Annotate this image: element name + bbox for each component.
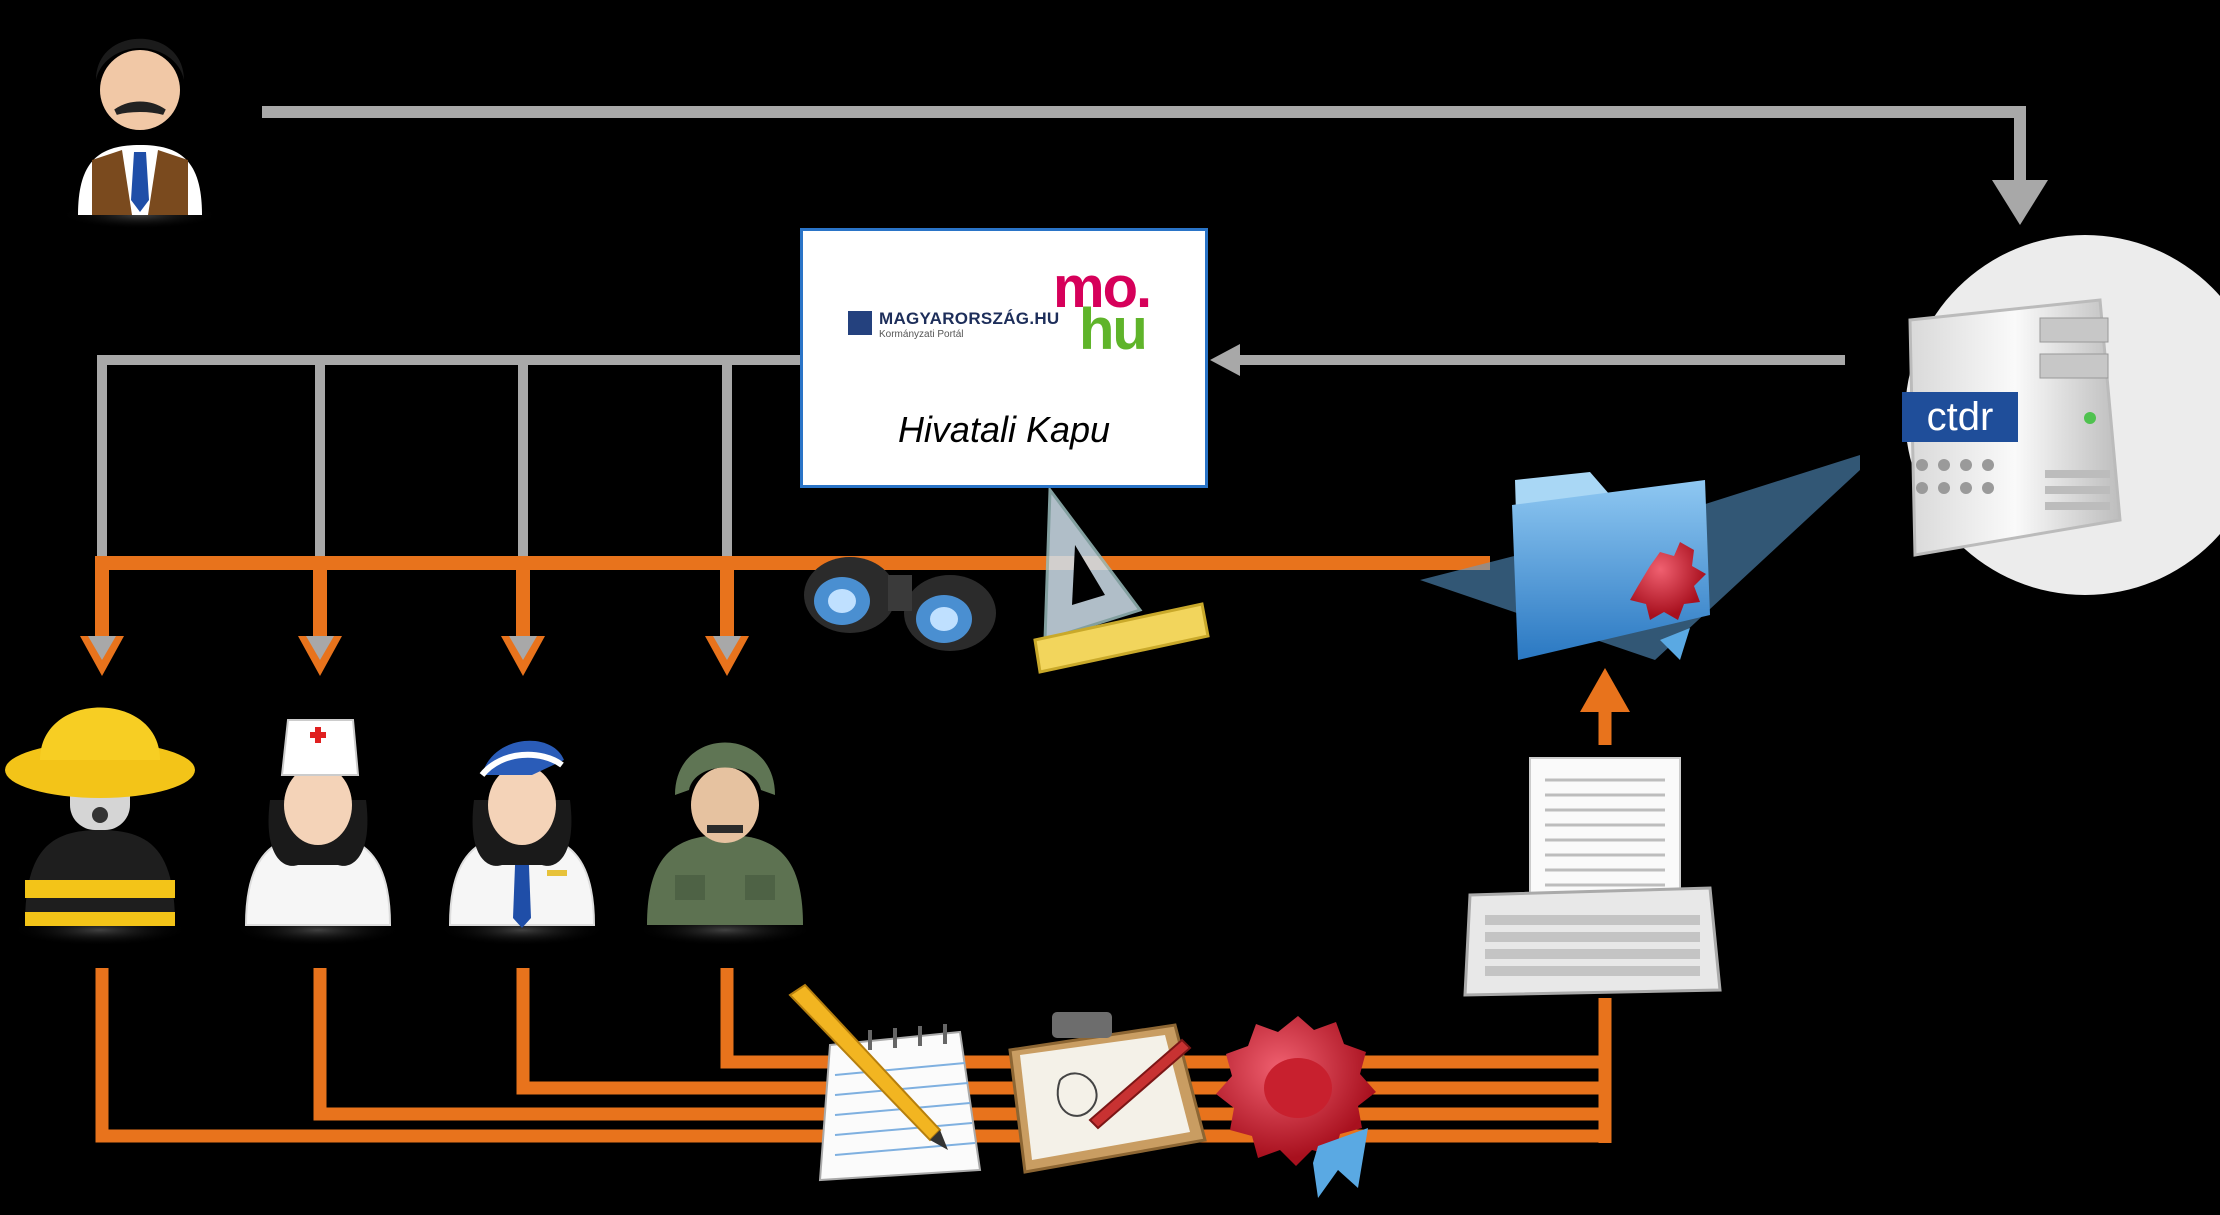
manager-avatar-icon: [60, 38, 220, 229]
orange-flow-typewriter-to-folder: [1580, 668, 1630, 745]
wax-seal-icon: [1216, 1016, 1376, 1198]
portal-caption: Hivatali Kapu: [897, 409, 1111, 450]
server-icon: ctdr: [1902, 235, 2220, 595]
hu-mark: hu: [1079, 297, 1148, 362]
typewriter-icon: [1463, 757, 1722, 997]
magyarorszag-logo-subtext: Kormányzati Portál: [879, 329, 964, 340]
set-square-icon: [1033, 485, 1210, 674]
orange-flow-folder-to-recipients: [80, 556, 1490, 676]
firefighter-avatar-icon: [5, 707, 195, 946]
gray-flow-portal-to-recipients: [97, 355, 800, 640]
clipboard-icon: [1008, 1012, 1207, 1174]
stewardess-avatar-icon: [437, 740, 607, 946]
gray-flow-manager-to-server: [262, 106, 2048, 225]
soldier-avatar-icon: [635, 742, 815, 946]
nurse-avatar-icon: [233, 719, 403, 946]
mo-mark: mo.: [1053, 255, 1152, 320]
magyarorszag-logo-mark: [848, 311, 872, 335]
gray-flow-server-to-portal: [1210, 344, 1845, 376]
server-logo-text: ctdr: [1927, 395, 1994, 439]
binoculars-icon: [804, 557, 996, 651]
certified-folder-icon: [1512, 472, 1710, 660]
notepad-pencil-icon: [788, 983, 982, 1182]
magyarorszag-logo-text: MAGYARORSZÁG.HU: [879, 309, 1060, 328]
hivatali-kapu-portal: MAGYARORSZÁG.HU Kormányzati Portál mo. h…: [800, 228, 1208, 488]
